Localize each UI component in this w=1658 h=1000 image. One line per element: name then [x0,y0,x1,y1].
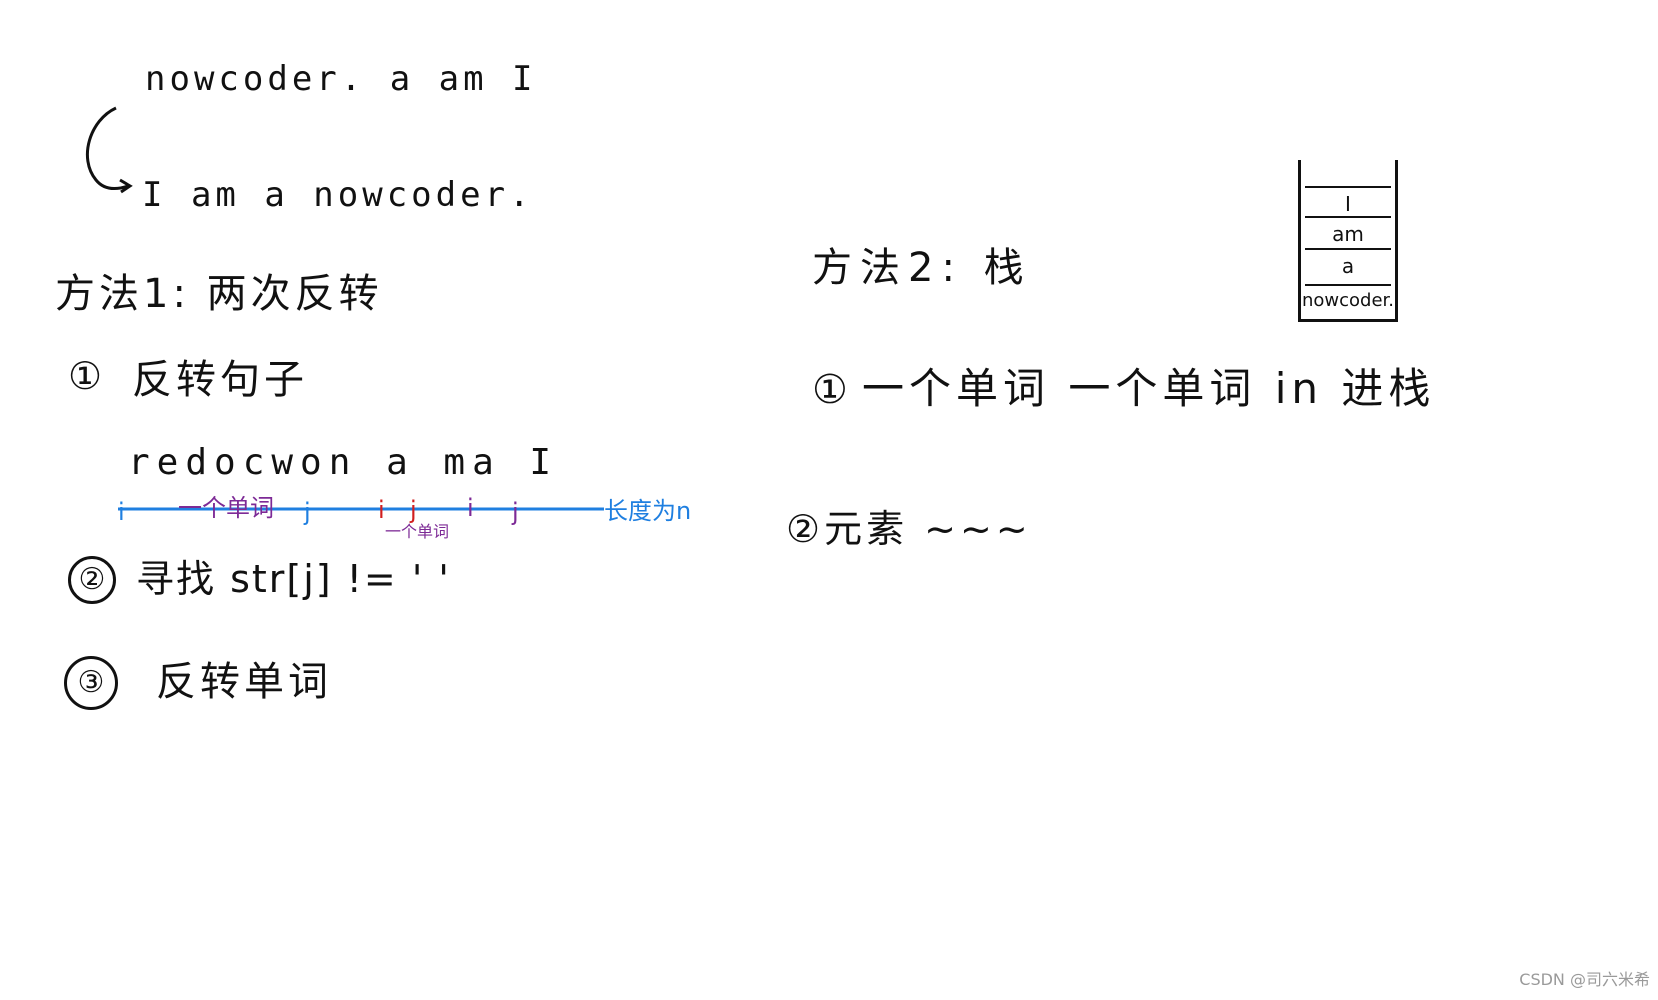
step1-number: ① [68,354,103,398]
stack-item: a [1341,254,1355,278]
method2-step1-number: ① [812,367,848,413]
pointer-j3: j [512,498,519,526]
step1-text: 反转句子 [132,357,308,403]
stack-item: nowcoder. [1301,290,1395,311]
pointer-i1: i [118,498,125,526]
stack-item: am [1332,222,1364,246]
step3-number-circle: ③ [64,656,118,710]
method2-title: 方法2: 栈 [812,245,1032,291]
stack-item: I [1345,192,1351,216]
step2-number-circle: ② [68,556,116,604]
stack-divider [1305,216,1391,218]
stack-divider [1305,248,1391,250]
step2-text: 寻找 str[j] != ' ' [136,557,451,601]
step3-text: 反转单词 [156,659,332,705]
pointer-i2: i [378,496,385,524]
label-one-word: 一个单词 [178,494,274,522]
reversed-sentence: I am a nowcoder. [142,175,534,215]
step2-number: ② [78,562,106,597]
length-label: 长度为n [604,497,692,525]
watermark: CSDN @司六米希 [1519,970,1650,989]
method1-title: 方法1: 两次反转 [55,271,383,317]
method2-step1-text: 一个单词 一个单词 in 进栈 [862,364,1436,413]
step3-number: ③ [77,665,105,700]
index-line [118,507,604,511]
pointer-i3: i [467,494,474,522]
reversed-chars: redocwon a ma I [128,442,559,483]
stack-diagram: I am a nowcoder. [1298,160,1398,322]
method2-step2-text: ②元素 ~~~ [786,507,1032,551]
label-one-word-small: 一个单词 [385,522,450,541]
original-sentence: nowcoder. a am I [145,59,537,99]
curved-arrow-icon [85,106,133,194]
stack-divider [1305,186,1391,188]
stack-divider [1305,284,1391,286]
pointer-j1: j [304,498,311,526]
pointer-j2: j [410,496,417,524]
